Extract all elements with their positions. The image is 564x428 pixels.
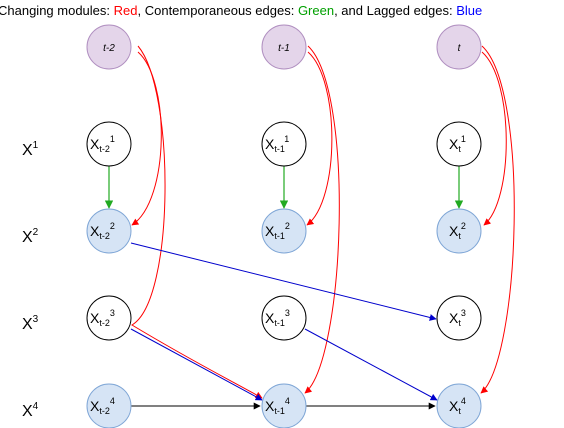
time-node-label: t [458,43,462,54]
red-edge-t-to-x2 [481,51,507,226]
blue-edge-x2tm2-to-x3t [130,242,437,321]
variable-node-x4-tm1: Xt-14 [261,383,307,428]
variable-node-x2-tm2: Xt-22 [86,208,132,254]
node-label: Xt-22 [90,221,115,241]
red-edge-t-to-x4 [480,45,515,394]
time-node-label: t-2 [103,43,115,54]
time-node-tm2: t-2 [86,24,132,70]
node-circle [261,208,307,254]
changing-module-edges [131,45,515,399]
blue-edge-x3tm2-to-x4tm1 [130,328,263,401]
red-edge-tm1-to-x2 [306,51,333,226]
node-label: Xt4 [449,396,466,416]
node-circle [436,208,482,254]
node-label: Xt-11 [265,134,289,154]
blue-edge-x3tm1-to-x4t [304,328,438,401]
legend-green-word: Green [298,3,334,18]
node-label: Xt-24 [90,396,115,416]
legend-middle: , Contemporaneous edges: [138,3,298,18]
node-label: Xt-21 [90,134,115,154]
node-circle [436,295,482,341]
time-node-label: t-1 [278,43,290,54]
node-label: Xt3 [449,308,466,328]
time-node-t: t [436,24,482,70]
row-label-x4: X4 [22,401,39,420]
node-label: Xt-23 [90,308,115,328]
variable-node-x2-t: Xt2 [436,208,482,254]
node-label: Xt1 [449,134,466,154]
node-circle [86,383,132,428]
node-label: Xt-13 [265,308,290,328]
node-label: Xt-12 [265,221,290,241]
row-label-x3: X3 [22,314,39,333]
node-circle [86,208,132,254]
red-edge-tm1-to-x4 [304,45,340,394]
node-circle [261,295,307,341]
node-circle [436,383,482,428]
node-circle [261,383,307,428]
node-label: Xt2 [449,221,466,241]
node-circle [436,121,482,167]
lagged-edges [130,242,438,410]
variable-node-x3-tm1: Xt-13 [261,295,307,341]
contemporaneous-edges [104,165,464,209]
node-circle [86,121,132,167]
time-node-tm1: t-1 [261,24,307,70]
variable-node-x1-tm2: Xt-21 [86,121,132,167]
variable-node-x3-tm2: Xt-23 [86,295,132,341]
row-label-x2: X2 [22,227,39,246]
variable-node-x4-t: Xt4 [436,383,482,428]
variable-node-x2-tm1: Xt-12 [261,208,307,254]
legend-middle2: , and Lagged edges: [334,3,456,18]
legend-prefix: Changing modules: [0,3,114,18]
legend-title: Changing modules: Red, Contemporaneous e… [0,3,482,18]
node-circle [261,121,307,167]
red-edge-tm2-to-x4-tm1 [131,45,263,399]
node-label: Xt-14 [265,396,290,416]
variable-node-x1-t: Xt1 [436,121,482,167]
variable-node-x1-tm1: Xt-11 [261,121,307,167]
row-label-x1: X1 [22,140,39,159]
variable-node-x4-tm2: Xt-24 [86,383,132,428]
node-circle [86,295,132,341]
red-edge-tm2-to-x2 [131,51,162,226]
variable-node-x3-t: Xt3 [436,295,482,341]
legend-blue-word: Blue [456,3,482,18]
legend-red-word: Red [114,3,138,18]
